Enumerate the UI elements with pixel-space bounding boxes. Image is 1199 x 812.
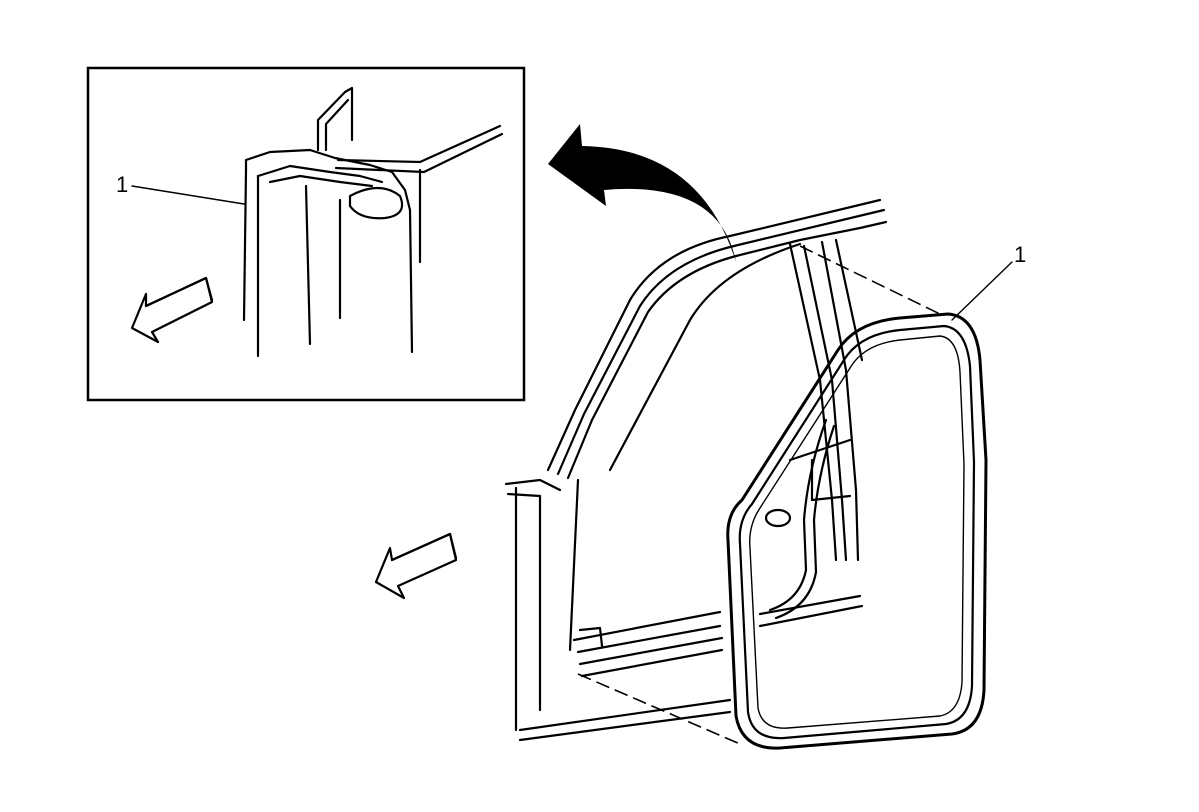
main-leader-line — [951, 261, 1013, 321]
sill-rear — [758, 594, 862, 616]
curved-direction-arrow — [548, 124, 736, 262]
inset-callout-label: 1 — [116, 172, 128, 197]
inset-detail: 1 — [86, 66, 526, 402]
b-pillar-2 — [802, 244, 848, 562]
sill-line-1 — [572, 610, 722, 642]
b-pillar-3 — [820, 240, 860, 562]
a-pillar-2 — [556, 244, 736, 476]
inset-seal-top — [244, 148, 412, 212]
a-pillar-inner — [608, 242, 802, 472]
inset-seal-mid — [304, 184, 312, 346]
rocker-lower — [518, 698, 732, 732]
b-pillar-cross — [788, 438, 852, 462]
inset-panel-edge — [336, 124, 502, 164]
a-pillar-outer — [546, 234, 732, 472]
hinge-pillar-top-2 — [506, 492, 542, 498]
hinge-pillar-edge — [568, 478, 580, 652]
weatherstrip-inner — [738, 324, 976, 740]
dash-line-bottom — [577, 673, 741, 745]
inset-panel-edge-2 — [334, 132, 504, 174]
roof-rail-3 — [734, 220, 888, 258]
sill-line-4 — [580, 648, 724, 678]
sill-line-2 — [576, 624, 722, 654]
hinge-pillar-foot — [578, 626, 604, 648]
inset-flange-inner — [324, 98, 350, 152]
roof-rail-top — [728, 198, 882, 238]
a-pillar-3 — [566, 254, 738, 480]
inset-seal-top-inner-2 — [268, 174, 374, 188]
b-pillar-bracket — [810, 458, 852, 502]
curved-arrow-icon — [548, 124, 736, 262]
inset-seal-top-inner — [256, 164, 384, 184]
dash-line-top — [799, 245, 941, 315]
door-weatherstrip — [726, 312, 988, 750]
roof-rail-2 — [732, 208, 886, 248]
rocker-lower-2 — [518, 710, 732, 742]
hinge-pillar-top — [504, 478, 562, 492]
weatherstrip-bpillar-curve-2 — [774, 424, 836, 620]
inset-seal-bulb — [348, 186, 404, 220]
inset-seal-left — [242, 168, 248, 322]
weatherstrip-inner-2 — [749, 335, 965, 729]
inset-frame — [86, 66, 526, 402]
inset-leader-line — [131, 185, 245, 205]
inset-flange — [316, 86, 354, 152]
installation-guide-lines — [577, 245, 941, 745]
main-callout-label: 1 — [1014, 242, 1026, 267]
weatherstrip-bpillar-curve — [768, 418, 828, 612]
main-forward-arrow-icon — [374, 532, 458, 600]
weatherstrip-outer — [726, 312, 988, 750]
inset-forward-arrow-icon — [130, 276, 214, 344]
b-pillar-1 — [788, 242, 838, 562]
vehicle-body-opening — [504, 198, 888, 742]
b-pillar-4 — [834, 238, 864, 362]
sill-line-3 — [578, 636, 724, 666]
inset-seal-back — [408, 208, 414, 354]
b-pillar-hole — [764, 508, 792, 528]
sill-rear-2 — [758, 604, 864, 628]
